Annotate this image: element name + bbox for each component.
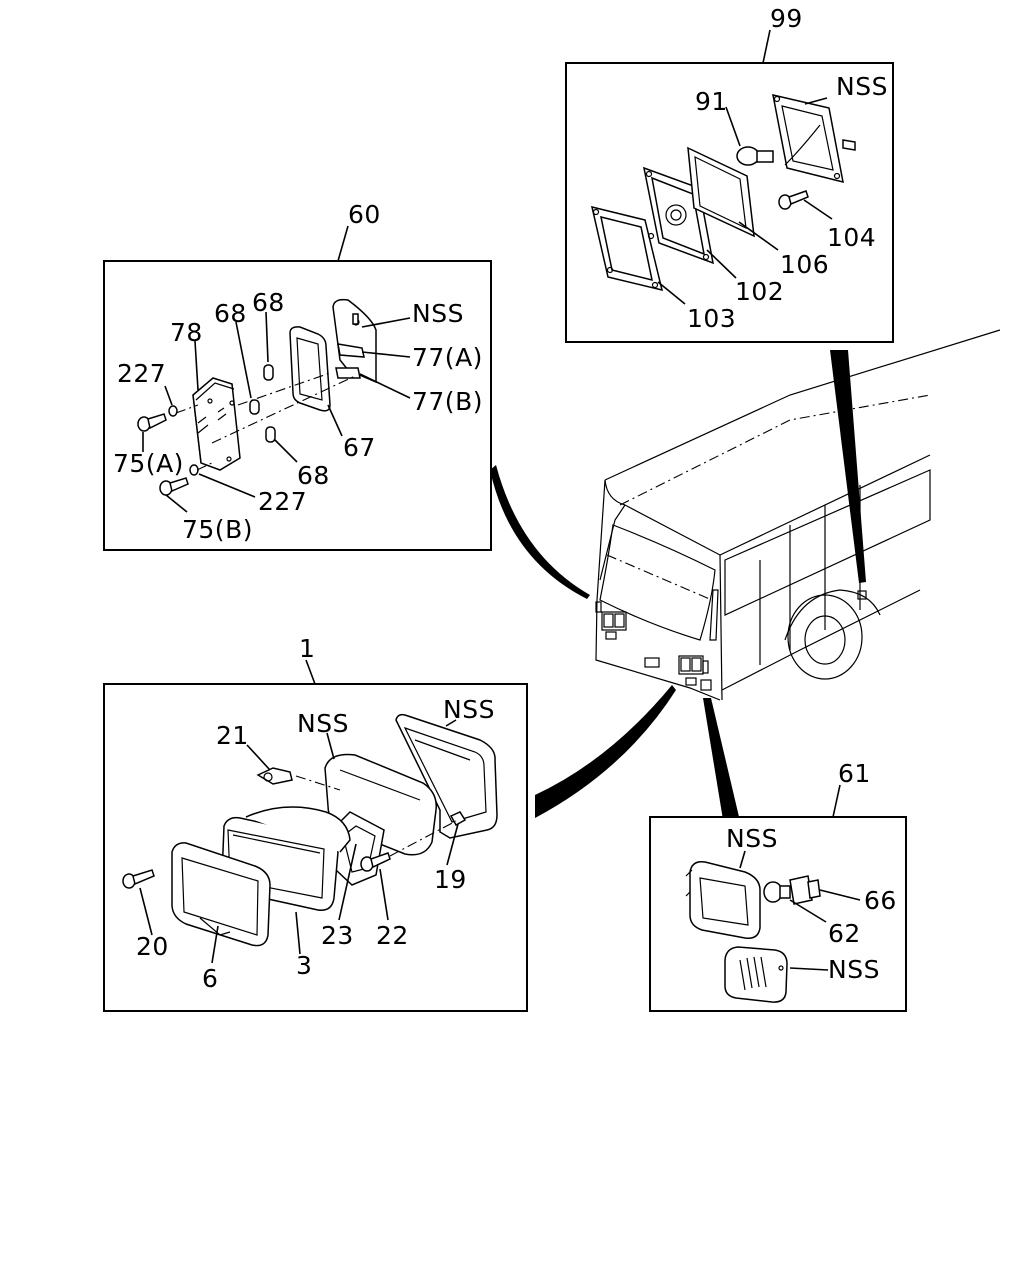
- callout-nss-61a: NSS: [726, 824, 778, 853]
- part-227-washer-b: [189, 464, 199, 476]
- callout-75b: 75(B): [182, 515, 253, 544]
- part-62-bulb: [763, 881, 791, 903]
- callout-nss-1a: NSS: [297, 709, 349, 738]
- callout-68-a: 68: [214, 299, 247, 328]
- callout-66: 66: [864, 886, 897, 915]
- part-67-gasket: [289, 326, 331, 412]
- callout-102: 102: [735, 277, 784, 306]
- group-99: 99: [565, 4, 894, 343]
- part-75a-screw: [137, 413, 167, 432]
- callout-67: 67: [343, 433, 376, 462]
- callout-21: 21: [216, 721, 249, 750]
- callout-77b: 77(B): [412, 387, 483, 416]
- part-103: [590, 205, 664, 292]
- leader-91: [725, 106, 741, 147]
- part-68-bulb-c: [265, 426, 276, 443]
- callout-1: 1: [299, 634, 315, 663]
- part-227-washer-a: [168, 405, 178, 417]
- part-6-bezel: [171, 842, 271, 947]
- part-22-screw: [360, 852, 391, 872]
- leader-106: [738, 221, 779, 251]
- callout-nss-99: NSS: [836, 72, 888, 101]
- part-20-screw: [122, 869, 155, 889]
- callout-68-c: 68: [297, 461, 330, 490]
- callout-3: 3: [296, 951, 312, 980]
- part-78-lens: [192, 377, 241, 471]
- group-60: 60: [103, 200, 492, 551]
- callout-106: 106: [780, 250, 829, 279]
- callout-227-b: 227: [258, 487, 307, 516]
- part-19-nut: [449, 811, 467, 827]
- callout-62: 62: [828, 919, 861, 948]
- part-77a: [337, 343, 365, 358]
- callout-78: 78: [170, 318, 203, 347]
- part-68-bulb-b: [263, 364, 274, 381]
- nss-60-bracket: [332, 298, 377, 384]
- part-75b-screw: [159, 477, 189, 496]
- callout-nss-1b: NSS: [443, 695, 495, 724]
- leader-102: [706, 249, 737, 279]
- nss-61-lens: [724, 946, 788, 1003]
- group-61: 61 NSS 66 62 NSS: [649, 759, 907, 1012]
- group-1: 1: [103, 634, 528, 1012]
- part-91-bulb: [736, 146, 774, 166]
- leader-104: [803, 199, 833, 220]
- callout-75a: 75(A): [113, 449, 184, 478]
- callout-20: 20: [136, 932, 169, 961]
- part-104-screw: [778, 190, 809, 210]
- callout-77a: 77(A): [412, 343, 483, 372]
- callout-68-b: 68: [252, 288, 285, 317]
- callout-104: 104: [827, 223, 876, 252]
- callout-99: 99: [770, 4, 803, 33]
- leader-103: [657, 281, 686, 305]
- callout-23: 23: [321, 921, 354, 950]
- nss-99-body: [772, 94, 856, 184]
- callout-103: 103: [687, 304, 736, 333]
- callout-nss-60: NSS: [412, 299, 464, 328]
- nss-1-housing: [395, 713, 498, 839]
- callout-61: 61: [838, 759, 871, 788]
- leader-swooshes: [490, 350, 866, 838]
- callout-22: 22: [376, 921, 409, 950]
- callout-nss-61b: NSS: [828, 955, 880, 984]
- callout-19: 19: [434, 865, 467, 894]
- callout-91: 91: [695, 87, 728, 116]
- callout-6: 6: [202, 964, 218, 993]
- box-60-frame: [103, 260, 492, 551]
- part-21-adjuster: [256, 767, 293, 785]
- part-77b: [335, 367, 361, 379]
- nss-61-housing: [685, 860, 761, 940]
- callout-227-a: 227: [117, 359, 166, 388]
- bus-illustration: [595, 329, 1001, 701]
- part-68-bulb-a: [249, 399, 260, 415]
- callout-60: 60: [348, 200, 381, 229]
- leader-nss-99: [804, 97, 828, 105]
- part-66-socket: [789, 875, 821, 905]
